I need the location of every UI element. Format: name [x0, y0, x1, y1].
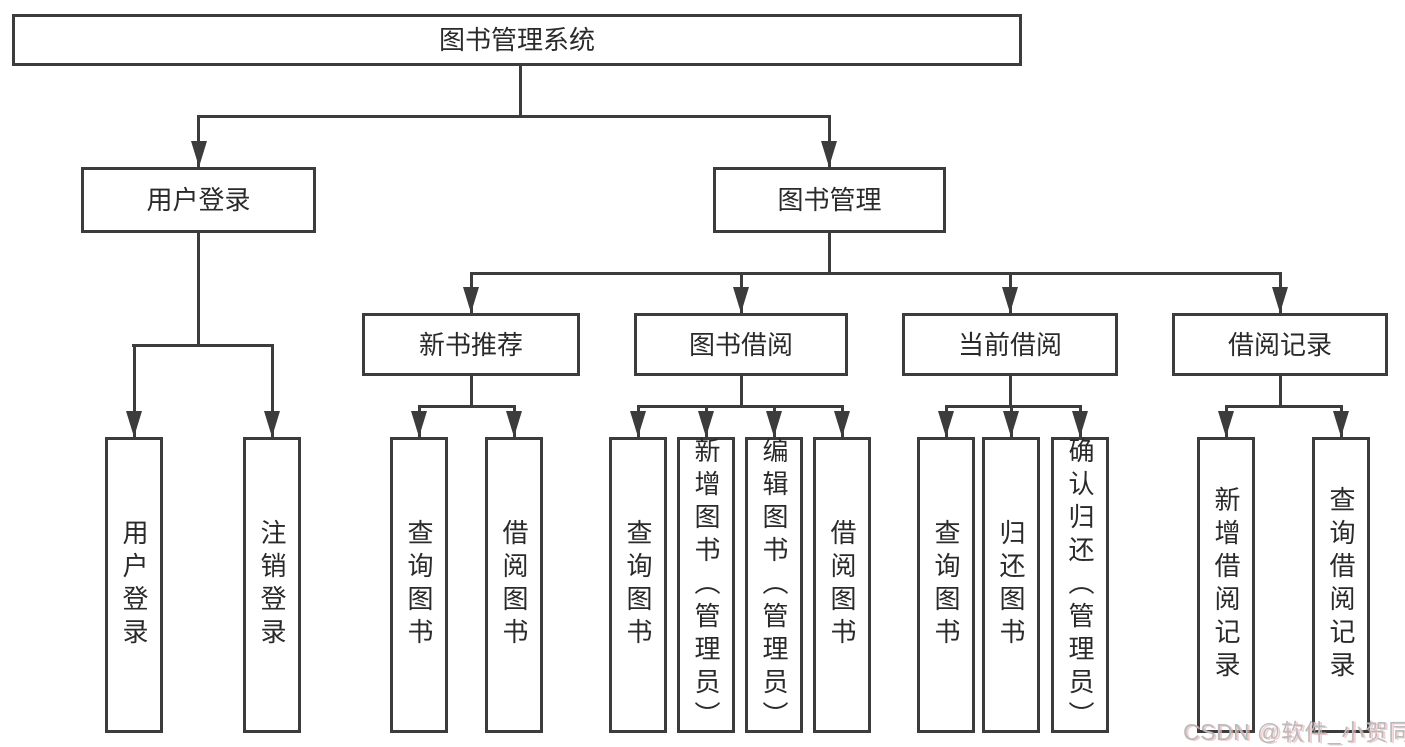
node-book-management-label: 图书管理	[777, 185, 882, 215]
leaf-confirm-return-admin-label: 确认归还（管理员）	[1065, 436, 1095, 734]
node-borrow-records-label: 借阅记录	[1227, 329, 1332, 360]
leaf-query-book-2: 查询图书	[609, 437, 667, 733]
leaf-query-borrow-record: 查询借阅记录	[1312, 437, 1370, 733]
connector	[740, 376, 743, 407]
connector	[828, 233, 831, 275]
node-root: 图书管理系统	[12, 14, 1022, 66]
leaf-confirm-return-admin: 确认归还（管理员）	[1051, 436, 1109, 734]
arrowhead	[1003, 411, 1019, 437]
arrowhead	[191, 141, 207, 167]
connector	[197, 233, 200, 346]
connector	[418, 405, 516, 408]
node-book-borrow-label: 图书借阅	[688, 329, 793, 360]
arrowhead	[698, 411, 714, 437]
leaf-user-login: 用户登录	[105, 437, 163, 733]
leaf-return-book-label: 归还图书	[996, 519, 1026, 651]
connector	[470, 272, 1282, 275]
connector	[132, 344, 274, 347]
arrowhead	[733, 287, 749, 313]
connector	[271, 344, 274, 437]
connector	[470, 376, 473, 407]
leaf-add-borrow-record-label: 新增借阅记录	[1211, 486, 1241, 684]
arrowhead	[1272, 287, 1288, 313]
arrowhead	[411, 411, 427, 437]
connector	[197, 115, 831, 118]
connector	[519, 66, 522, 117]
node-user-login-label: 用户登录	[146, 185, 251, 215]
leaf-query-book-1-label: 查询图书	[404, 519, 434, 651]
leaf-query-book-1: 查询图书	[390, 437, 448, 733]
arrowhead	[264, 411, 280, 437]
connector	[1225, 405, 1343, 408]
node-current-borrow: 当前借阅	[902, 313, 1118, 376]
arrowhead	[1072, 411, 1088, 437]
arrowhead	[834, 411, 850, 437]
watermark: CSDN @软件_小贺同学	[1183, 719, 1405, 745]
arrowhead	[1333, 411, 1349, 437]
arrowhead	[766, 411, 782, 437]
arrowhead	[1002, 287, 1018, 313]
connector	[637, 405, 844, 408]
leaf-user-login-label: 用户登录	[119, 519, 149, 651]
arrowhead	[630, 411, 646, 437]
leaf-return-book: 归还图书	[982, 437, 1040, 733]
node-book-management: 图书管理	[713, 167, 946, 233]
connector	[133, 344, 136, 437]
node-new-book-recommend: 新书推荐	[362, 313, 580, 376]
connector	[945, 405, 1082, 408]
connector	[1279, 376, 1282, 407]
leaf-borrow-book-2-label: 借阅图书	[827, 519, 857, 651]
leaf-query-book-3: 查询图书	[917, 437, 975, 733]
leaf-borrow-book-2: 借阅图书	[813, 437, 871, 733]
arrowhead	[938, 411, 954, 437]
leaf-add-book-admin: 新增图书（管理员）	[677, 436, 735, 734]
arrowhead	[821, 141, 837, 167]
arrowhead	[126, 411, 142, 437]
leaf-logout-label: 注销登录	[257, 519, 287, 651]
leaf-add-book-admin-label: 新增图书（管理员）	[691, 436, 721, 734]
leaf-borrow-book-1-label: 借阅图书	[499, 519, 529, 651]
arrowhead	[506, 411, 522, 437]
leaf-edit-book-admin-label: 编辑图书（管理员）	[759, 436, 789, 734]
leaf-edit-book-admin: 编辑图书（管理员）	[745, 436, 803, 734]
node-current-borrow-label: 当前借阅	[957, 329, 1062, 360]
connector	[1009, 376, 1012, 407]
node-borrow-records: 借阅记录	[1172, 313, 1388, 376]
node-root-label: 图书管理系统	[438, 25, 595, 55]
node-new-book-recommend-label: 新书推荐	[418, 329, 523, 360]
leaf-logout: 注销登录	[243, 437, 301, 733]
arrowhead	[463, 287, 479, 313]
arrowhead	[1218, 411, 1234, 437]
leaf-add-borrow-record: 新增借阅记录	[1197, 437, 1255, 733]
leaf-query-borrow-record-label: 查询借阅记录	[1326, 486, 1356, 684]
node-book-borrow: 图书借阅	[634, 313, 848, 376]
node-user-login: 用户登录	[81, 167, 316, 233]
leaf-query-book-3-label: 查询图书	[931, 519, 961, 651]
leaf-query-book-2-label: 查询图书	[623, 519, 653, 651]
leaf-borrow-book-1: 借阅图书	[485, 437, 543, 733]
